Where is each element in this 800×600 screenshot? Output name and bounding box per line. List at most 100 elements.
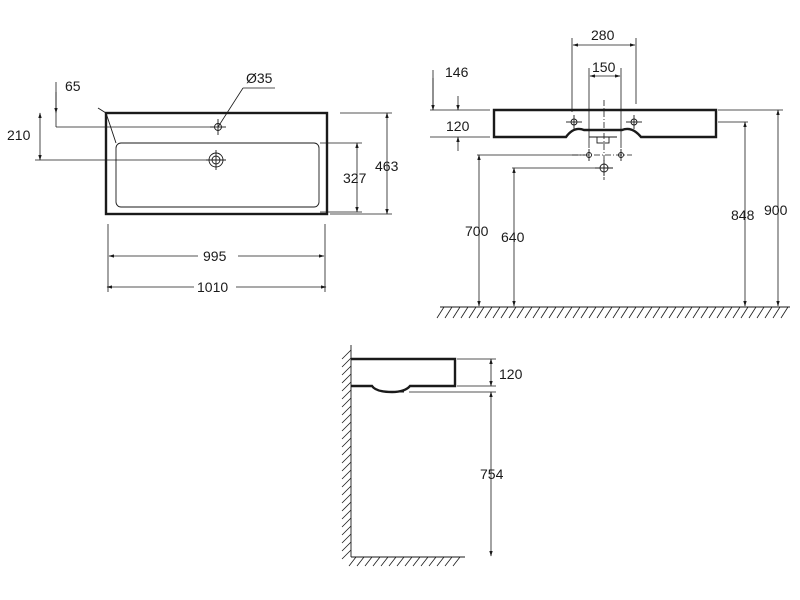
- hatch-line: [341, 461, 352, 472]
- hatch-line: [772, 306, 781, 319]
- hatch-line: [604, 306, 613, 319]
- bracket-spacing-inner-label: 150: [592, 59, 616, 75]
- hatch-line: [684, 306, 693, 319]
- hatch-line: [341, 533, 352, 544]
- hatch-line: [716, 306, 725, 319]
- height-640-label: 640: [501, 229, 525, 245]
- hatch-line: [341, 541, 352, 552]
- hatch-line: [356, 556, 365, 567]
- hatch-line: [364, 556, 373, 567]
- hatch-line: [436, 306, 445, 319]
- mounting-hole-icon: [566, 115, 582, 129]
- hatch-line: [341, 397, 352, 408]
- hatch-line: [444, 556, 453, 567]
- hatch-line: [341, 437, 352, 448]
- hatch-line: [341, 349, 352, 360]
- hatch-line: [341, 357, 352, 368]
- total-depth-label: 463: [375, 158, 399, 174]
- wall-bolt-icon: [618, 149, 624, 161]
- hatch-line: [341, 477, 352, 488]
- hatch-line: [612, 306, 621, 319]
- hatch-line: [460, 306, 469, 319]
- hatch-line: [341, 429, 352, 440]
- hatch-line: [524, 306, 533, 319]
- hatch-line: [756, 306, 765, 319]
- basin-bowl: [115, 142, 320, 208]
- hatch-line: [516, 306, 525, 319]
- hatch-line: [692, 306, 701, 319]
- hole-diameter-label: Ø35: [246, 70, 273, 86]
- side-basin-outline: [351, 357, 457, 394]
- mounting-hole-icon: [626, 115, 642, 129]
- hatch-line: [436, 556, 445, 567]
- hatch-line: [540, 306, 549, 319]
- front-view: 280 150 146 120 700 640 848 900: [430, 27, 790, 319]
- hatch-line: [341, 381, 352, 392]
- wall-bolt-icon: [586, 149, 592, 161]
- hatch-line: [388, 556, 397, 567]
- top-offset-label: 146: [445, 64, 469, 80]
- hatch-line: [748, 306, 757, 319]
- hatch-line: [780, 306, 789, 319]
- hole-offset-label: 65: [65, 78, 81, 94]
- hatch-line: [341, 509, 352, 520]
- hatch-line: [341, 365, 352, 376]
- hatch-line: [428, 556, 437, 567]
- height-to-floor-label: 754: [480, 466, 504, 482]
- hatch-line: [341, 421, 352, 432]
- bracket-spacing-outer-label: 280: [591, 27, 615, 43]
- hatch-line: [740, 306, 749, 319]
- hatch-line: [564, 306, 573, 319]
- hatch-line: [341, 501, 352, 512]
- hole-depth-label: 210: [7, 127, 31, 143]
- hatch-line: [341, 389, 352, 400]
- hatch-line: [500, 306, 509, 319]
- inner-depth-label: 327: [343, 170, 367, 186]
- wall-hatch: [341, 349, 352, 560]
- hatch-line: [444, 306, 453, 319]
- hatch-line: [492, 306, 501, 319]
- hatch-line: [708, 306, 717, 319]
- hatch-line: [580, 306, 589, 319]
- floor-hatch: [436, 306, 789, 319]
- hatch-line: [380, 556, 389, 567]
- hatch-line: [412, 556, 421, 567]
- side-view: 120 754: [341, 345, 523, 567]
- hatch-line: [452, 556, 461, 567]
- hatch-line: [596, 306, 605, 319]
- hatch-line: [620, 306, 629, 319]
- hatch-line: [636, 306, 645, 319]
- height-900-label: 900: [764, 202, 788, 218]
- hatch-line: [341, 453, 352, 464]
- height-700-label: 700: [465, 223, 489, 239]
- hatch-line: [724, 306, 733, 319]
- hatch-line: [572, 306, 581, 319]
- top-view: Ø35 65 210 327 463 995 1010: [7, 70, 399, 295]
- hatch-line: [652, 306, 661, 319]
- hatch-line: [404, 556, 413, 567]
- hatch-line: [341, 485, 352, 496]
- side-thickness-label: 120: [499, 366, 523, 382]
- hatch-line: [341, 405, 352, 416]
- hatch-line: [341, 549, 352, 560]
- inner-width-label: 995: [203, 248, 227, 264]
- hatch-line: [676, 306, 685, 319]
- hatch-line: [732, 306, 741, 319]
- drain-outlet: [596, 136, 610, 144]
- hatch-line: [372, 556, 381, 567]
- hatch-line: [341, 517, 352, 528]
- hatch-line: [628, 306, 637, 319]
- hatch-line: [668, 306, 677, 319]
- hatch-line: [341, 525, 352, 536]
- hatch-line: [548, 306, 557, 319]
- front-basin-outline: [492, 108, 718, 139]
- hatch-line: [468, 306, 477, 319]
- hatch-line: [660, 306, 669, 319]
- hatch-line: [484, 306, 493, 319]
- hatch-line: [341, 493, 352, 504]
- hatch-line: [556, 306, 565, 319]
- total-width-label: 1010: [197, 279, 228, 295]
- hatch-line: [452, 306, 461, 319]
- hatch-line: [348, 556, 357, 567]
